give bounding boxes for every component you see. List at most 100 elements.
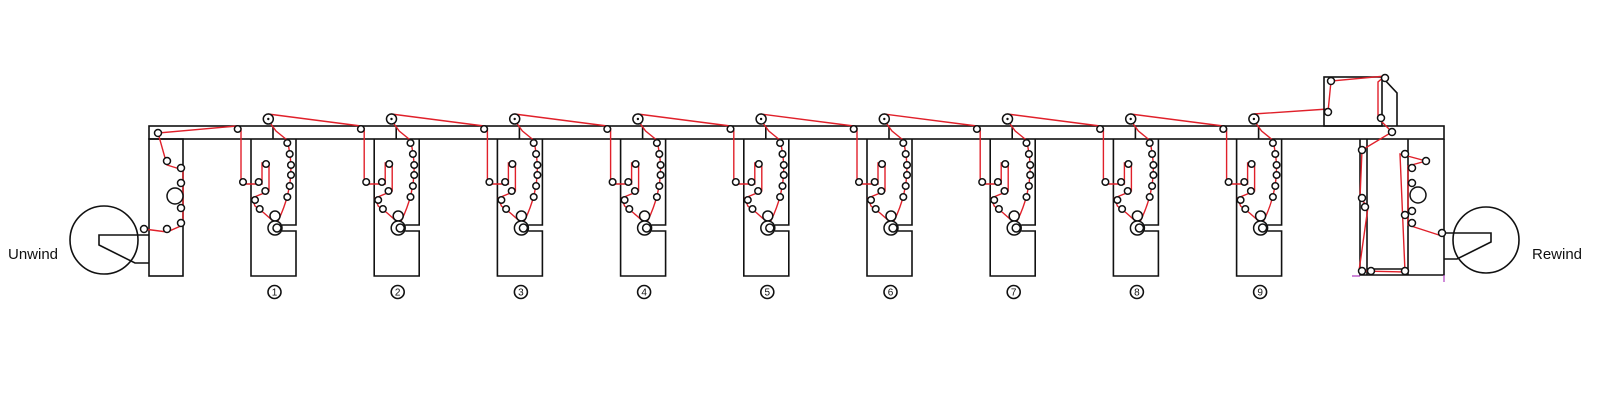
roller (176, 203, 186, 213)
roller (1117, 177, 1126, 187)
station-number-badge (1252, 284, 1268, 300)
roller (1437, 228, 1447, 238)
print-station-2: 2 (356, 113, 485, 300)
roller (779, 170, 788, 180)
rewind-rollers (1323, 73, 1447, 276)
station-number: 5 (765, 288, 771, 299)
roller (1400, 266, 1410, 276)
roller (1407, 163, 1417, 173)
roller (162, 156, 172, 166)
roller (854, 177, 864, 187)
roller (502, 204, 511, 214)
roller (972, 124, 981, 134)
roller (656, 160, 665, 170)
station-frame (989, 127, 1036, 277)
roller (743, 195, 752, 205)
rewind-web-path (1327, 75, 1443, 273)
roller (747, 177, 756, 187)
roller (625, 204, 634, 214)
roller (902, 160, 912, 170)
roller (1149, 170, 1158, 180)
plate-cylinder-core (395, 223, 405, 233)
roller (532, 149, 541, 159)
roller (748, 204, 757, 214)
roller (1357, 145, 1367, 155)
roller (139, 224, 149, 234)
plate-cylinder-core (1257, 223, 1268, 233)
impression-roller (1254, 210, 1267, 222)
roller (250, 195, 260, 205)
roller (406, 192, 415, 202)
roller (1246, 186, 1255, 196)
roller (901, 181, 910, 191)
web-path (1102, 113, 1224, 222)
roller (1387, 127, 1397, 137)
roller (779, 160, 788, 170)
roller (877, 159, 887, 169)
roller (1224, 177, 1233, 187)
roller (1247, 159, 1256, 169)
roller (233, 124, 242, 134)
impression-roller (1008, 210, 1020, 222)
roller (1271, 181, 1280, 191)
roller (978, 177, 987, 187)
web-path (486, 113, 608, 222)
roller (1145, 138, 1154, 148)
roller (153, 128, 163, 138)
station-number-badge (883, 284, 898, 300)
roller (283, 192, 292, 202)
plate-cylinder-core (272, 223, 282, 233)
roller (624, 177, 633, 187)
roller (1236, 195, 1245, 205)
station-frame (1112, 127, 1160, 277)
roller (1421, 156, 1431, 166)
web-path (856, 113, 977, 222)
roller (1268, 192, 1277, 202)
station-number-badge (390, 284, 406, 300)
roller (1400, 149, 1410, 159)
print-station-9: 9 (1219, 108, 1329, 300)
roller (655, 181, 664, 191)
station-number: 4 (641, 288, 647, 299)
roller (731, 177, 740, 187)
roller (871, 204, 880, 214)
dryer-hood (1323, 76, 1383, 127)
print-station-8: 8 (1096, 113, 1224, 300)
station-frame (373, 127, 420, 277)
roller (1001, 159, 1010, 169)
roller (1409, 186, 1427, 204)
roller (529, 192, 538, 202)
roller (1360, 202, 1370, 212)
station-number: 9 (1257, 288, 1263, 299)
roller (899, 192, 908, 202)
roller (285, 181, 294, 191)
print-station-7: 7 (972, 113, 1101, 300)
roller (385, 159, 394, 169)
roller (1323, 107, 1333, 117)
top-idler-dot (1129, 117, 1132, 121)
web-path (363, 113, 485, 222)
station-number: 8 (1134, 288, 1140, 299)
roller (1271, 149, 1280, 159)
roller (870, 177, 879, 187)
roller (166, 187, 184, 205)
station-frame (250, 127, 297, 277)
roller (1026, 160, 1035, 170)
roller (485, 177, 494, 187)
unwind-arm (98, 234, 149, 264)
roller (176, 178, 186, 188)
roller (285, 149, 294, 159)
roller (849, 124, 858, 134)
station-frame (496, 127, 544, 277)
roller (902, 170, 912, 180)
roller (1024, 181, 1033, 191)
roller (362, 177, 371, 187)
roller (480, 124, 489, 134)
roller (620, 195, 629, 205)
roller (238, 177, 248, 187)
roller (1024, 149, 1033, 159)
roller (1118, 204, 1127, 214)
roller (1407, 206, 1417, 216)
station-frame (866, 127, 913, 277)
roller (994, 204, 1003, 214)
